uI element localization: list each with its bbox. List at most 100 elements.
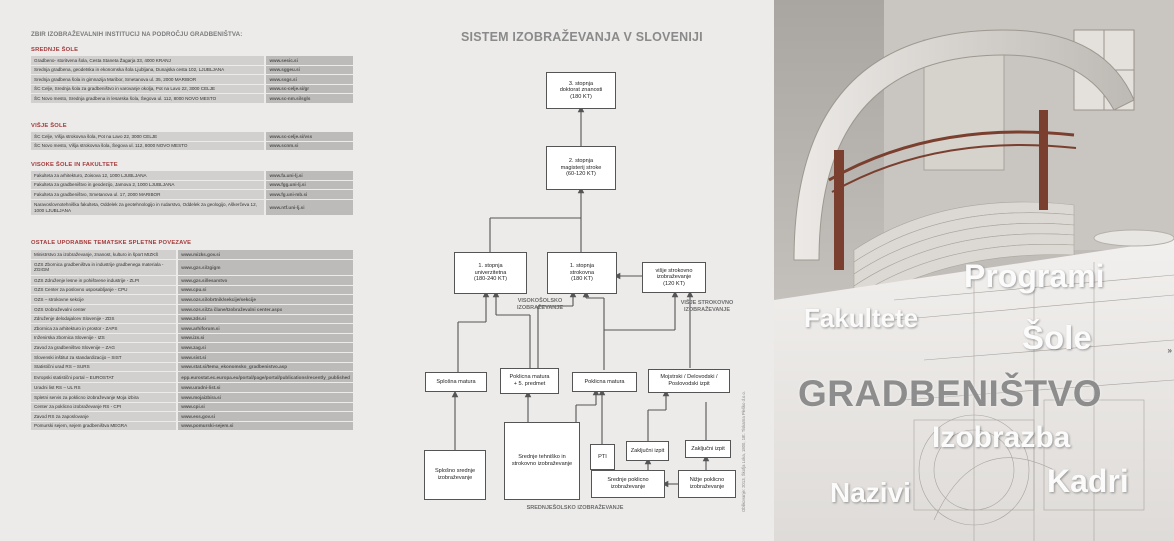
box-vocational-matura: Poklicna matura	[572, 372, 637, 392]
institution-url-link[interactable]: www.sc-nm.si/sgls	[264, 94, 353, 103]
cover-word-izobrazba: Izobrazba	[932, 421, 1071, 454]
institution-url-link[interactable]: www.arhiforum.si	[176, 324, 353, 333]
institution-name: OZS – strokovne sekcije	[31, 295, 177, 304]
box-1st-cycle-professional: 1. stopnja strokovna (180 KT)	[547, 252, 617, 294]
institution-url-link[interactable]: www.zds.si	[176, 314, 353, 324]
institution-url-link[interactable]: www.gzs.si/lesarstvo	[176, 276, 353, 285]
institution-name: Spletni servis za poklicno izobraževanje…	[31, 392, 177, 402]
institution-row: Slovenski inštitut za standardizacijo – …	[31, 352, 353, 362]
institution-name: Evropski statistični portal – EUROSTAT	[31, 372, 177, 383]
institution-row: ŠC Celje, Srednja šola za gradbeništvo i…	[31, 84, 353, 94]
cover-word-sole: Šole	[1022, 319, 1092, 356]
institution-url-link[interactable]: www.izs.si	[176, 333, 353, 343]
box-pti: PTI	[590, 444, 615, 470]
institution-row: GZS Združenje lesne in pohištvene indust…	[31, 276, 353, 285]
box-vocational-matura-plus: Poklicna matura + 5. predmet	[500, 368, 559, 394]
institution-row: GZS Zbornica gradbeništva in industrije …	[31, 259, 353, 276]
institution-name: Gradbeno- storitvena šola, Cesta Staneta…	[31, 56, 265, 65]
box-final-exam-2: Zaključni izpit	[685, 440, 731, 458]
box-master-craftsman-exam: Mojstrski / Delovodski / Poslovodski izp…	[648, 369, 730, 393]
institution-url-link[interactable]: www.sc-celje.si/vss	[264, 132, 353, 141]
box-general-matura: Splošna matura	[425, 372, 487, 392]
institution-url-link[interactable]: www.sggeu.si	[264, 65, 353, 75]
label-secondary-education: SREDNJEŠOLSKO IZOBRAŽEVANJE	[526, 505, 624, 511]
institution-url-link[interactable]: www.ozs.si/obrtnik/sekcije/sekcije	[176, 295, 353, 304]
box-general-secondary: Splošno srednje izobraževanje	[424, 450, 486, 500]
box-technical-secondary: Srednje tehniško in strokovno izobraževa…	[504, 422, 580, 500]
institution-url-link[interactable]: www.sesic.si	[264, 56, 353, 65]
institution-name: Fakulteta za arhitekturo, Zoisova 12, 10…	[31, 171, 265, 180]
institution-name: Ministrstvo za izobraževanje, znanost, k…	[31, 250, 177, 259]
institution-row: Gradbeno- storitvena šola, Cesta Staneta…	[31, 56, 353, 65]
institution-name: GZS Združenje lesne in pohištvene indust…	[31, 276, 177, 285]
institution-url-link[interactable]: www.scnm.si	[264, 141, 353, 151]
institution-row: ŠC Celje, Višja strokovna šola, Pot na L…	[31, 132, 353, 141]
institution-row: Fakulteta za gradbeništvo in geodezijo, …	[31, 180, 353, 190]
section-heading-other-links: OSTALE UPORABNE TEMATSKE SPLETNE POVEZAV…	[31, 240, 192, 246]
institution-url-link[interactable]: epp.eurostat.ec.europa.eu/portal/page/po…	[176, 372, 353, 383]
cover-word-nazivi: Nazivi	[830, 477, 911, 508]
box-lower-vocational: Nižje poklicno izobraževanje	[678, 470, 736, 498]
institution-name: ŠC Novo mesto, Višja strokovna šola, Šeg…	[31, 141, 265, 151]
institution-name: Združenje delodajalcev Slovenije - ZDS	[31, 314, 177, 324]
institution-url-link[interactable]: www.ozs.si/Za člane/Izobraževalni center…	[176, 304, 353, 314]
institution-url-link[interactable]: www.stat.si/tema_ekonomsko_gradbenistvo.…	[176, 362, 353, 372]
institution-url-link[interactable]: www.ntf.uni-lj.si	[264, 199, 353, 216]
institution-row: Center za poklicno izobraževanje RS - CP…	[31, 402, 353, 412]
cover-word-fakultete: Fakultete	[804, 303, 919, 333]
diagram-title: SISTEM IZOBRAŽEVANJA V SLOVENIJI	[461, 30, 703, 44]
label-higher-vocational: VIŠJE STROKOVNO IZOBRAŽEVANJE	[680, 300, 734, 313]
secondary-schools-table: Gradbeno- storitvena šola, Cesta Staneta…	[31, 55, 353, 104]
institution-name: Inženirska zbornica Slovenije - IZS	[31, 333, 177, 343]
label-higher-education: VISOKOŠOLSKO IZOBRAŽEVANJE	[516, 298, 564, 311]
institution-url-link[interactable]: www.mojaizbira.si	[176, 392, 353, 402]
institution-url-link[interactable]: www.gzs.si/zgigm	[176, 259, 353, 276]
institution-row: Srednja gradbena šola in gimnazija Marib…	[31, 75, 353, 84]
box-vocational-secondary: Srednje poklicno izobraževanje	[591, 470, 665, 498]
box-higher-vocational: višje strokovno izobraževanje (120 KT)	[642, 262, 706, 293]
cover-panel: Programi Fakultete Šole GRADBENIŠTVO Izo…	[774, 0, 1174, 541]
institution-url-link[interactable]: www.cpu.si	[176, 285, 353, 295]
institution-name: Pomurski sejem, sejem gradbeništva MEGRA	[31, 421, 177, 431]
institution-name: GZS Center za poslovno usposabljanje - C…	[31, 285, 177, 295]
institution-row: Fakulteta za arhitekturo, Zoisova 12, 10…	[31, 171, 353, 180]
cover-word-programi: Programi	[964, 258, 1105, 294]
institution-url-link[interactable]: www.pomurski-sejem.si	[176, 421, 353, 431]
institution-name: Srednja gradbena, geodetska in ekonomska…	[31, 65, 265, 75]
institution-name: Zbornica za arhitekturo in prostor - ZAP…	[31, 324, 177, 333]
institution-name: Naravoslovnotehniška fakulteta, Oddelek …	[31, 199, 265, 216]
institution-row: GZS Center za poslovno usposabljanje - C…	[31, 285, 353, 295]
institution-url-link[interactable]: www.zag.si	[176, 343, 353, 352]
institution-name: Center za poklicno izobraževanje RS - CP…	[31, 402, 177, 412]
faculties-table: Fakulteta za arhitekturo, Zoisova 12, 10…	[31, 170, 353, 216]
institution-name: Fakulteta za gradbeništvo, Smetanova ul.…	[31, 190, 265, 199]
institution-url-link[interactable]: www.cpi.si	[176, 402, 353, 412]
institution-url-link[interactable]: www.fa.uni-lj.si	[264, 171, 353, 180]
institution-url-link[interactable]: www.ess.gov.si	[176, 412, 353, 421]
institution-name: Zavod za gradbeništvo Slovenije – ZAG	[31, 343, 177, 352]
edge-arrow-icon: »	[1167, 346, 1172, 355]
institution-url-link[interactable]: www.uradni-list.si	[176, 383, 353, 392]
institution-row: Srednja gradbena, geodetska in ekonomska…	[31, 65, 353, 75]
institution-url-link[interactable]: www.sist.si	[176, 352, 353, 362]
institution-name: Srednja gradbena šola in gimnazija Marib…	[31, 75, 265, 84]
institution-url-link[interactable]: www.ssgs.si	[264, 75, 353, 84]
institution-name: GZS Zbornica gradbeništva in industrije …	[31, 259, 177, 276]
institution-url-link[interactable]: www.fgg.uni-lj.si	[264, 180, 353, 190]
institution-row: ŠC Novo mesto, Srednja gradbena in lesar…	[31, 94, 353, 103]
institution-url-link[interactable]: www.sc-celje.si/gr	[264, 84, 353, 94]
institution-url-link[interactable]: www.fg.uni-mb.si	[264, 190, 353, 199]
institution-name: OZS Izobraževalni center	[31, 304, 177, 314]
institution-url-link[interactable]: www.mizks.gov.si	[176, 250, 353, 259]
institution-row: Spletni servis za poklicno izobraževanje…	[31, 392, 353, 402]
institution-name: ŠC Celje, Višja strokovna šola, Pot na L…	[31, 132, 265, 141]
institution-name: Uradni list RS – UL RS	[31, 383, 177, 392]
